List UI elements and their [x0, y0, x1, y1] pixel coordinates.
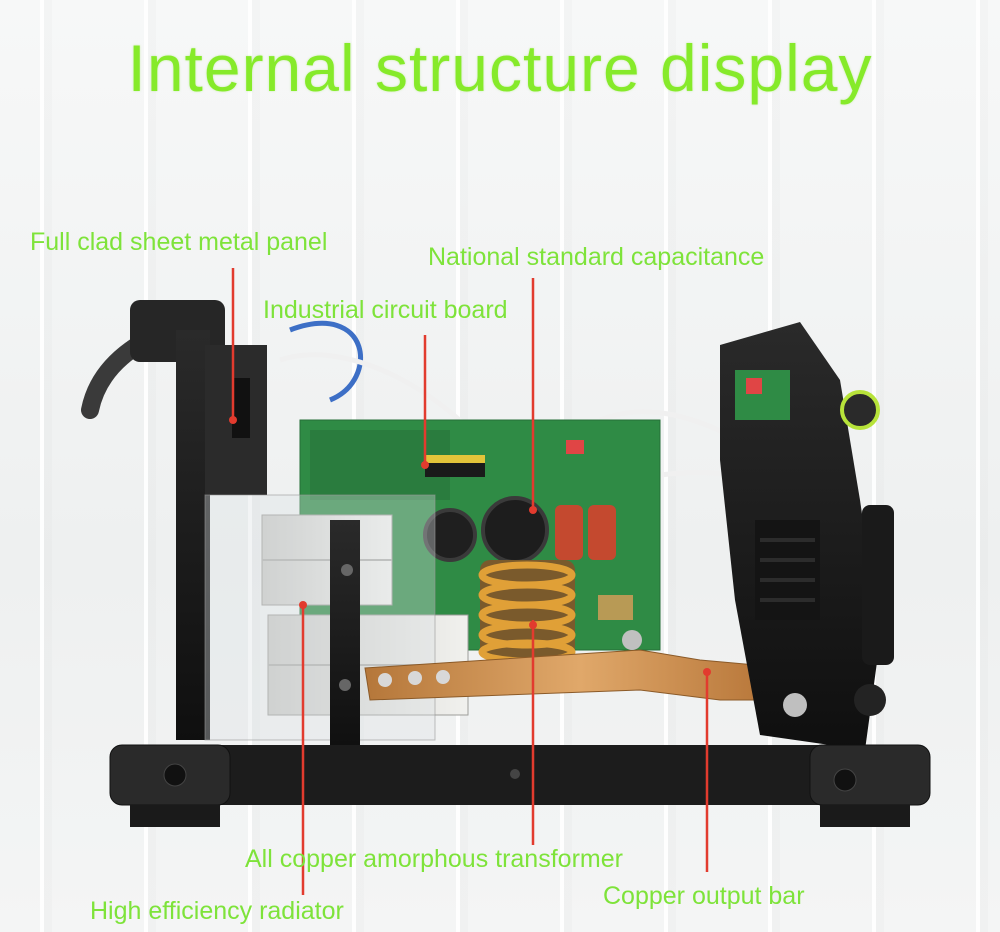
label-capacitance: National standard capacitance	[428, 243, 765, 271]
clear-side-panel	[204, 494, 436, 741]
left-frame	[176, 330, 210, 740]
page-title: Internal structure display	[127, 31, 873, 105]
label-panel: Full clad sheet metal panel	[30, 228, 328, 256]
label-transformer: All copper amorphous transformer	[245, 845, 623, 873]
label-circuit-board: Industrial circuit board	[263, 296, 508, 324]
label-copper-bar: Copper output bar	[603, 882, 805, 910]
label-radiator: High efficiency radiator	[90, 897, 344, 925]
control-knob	[840, 390, 880, 430]
base-rail	[215, 745, 825, 805]
right-foot	[809, 744, 931, 806]
